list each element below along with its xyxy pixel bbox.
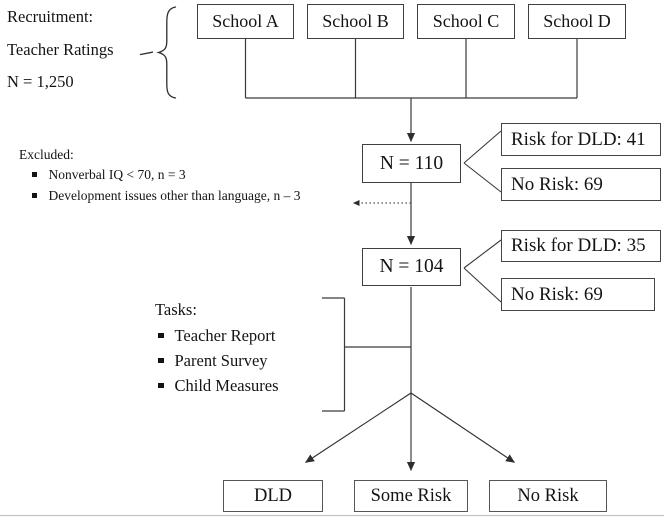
task-item-1: Teacher Report xyxy=(158,327,276,344)
no-risk-outcome-box: No Risk xyxy=(489,480,607,512)
school-c-box: School C xyxy=(417,4,515,39)
n110-split-lines xyxy=(463,130,502,193)
school-a-box: School A xyxy=(197,4,294,39)
some-risk-outcome-label: Some Risk xyxy=(370,485,452,506)
no-risk-69-box-2: No Risk: 69 xyxy=(501,278,655,311)
school-d-label: School D xyxy=(543,11,611,31)
excluded-item-1-text: Nonverbal IQ < 70, n = 3 xyxy=(48,167,186,182)
school-b-label: School B xyxy=(322,11,389,31)
n110-box: N = 110 xyxy=(362,144,461,183)
no-risk-69-label-2: No Risk: 69 xyxy=(511,283,603,305)
dld-outcome-box: DLD xyxy=(223,480,323,512)
excluded-item-2-text: Development issues other than language, … xyxy=(48,188,301,203)
excluded-title: Excluded: xyxy=(19,147,74,162)
task-item-3: Child Measures xyxy=(158,377,279,394)
task-item-2: Parent Survey xyxy=(158,352,268,369)
school-d-box: School D xyxy=(528,4,626,39)
school-b-box: School B xyxy=(307,4,404,39)
risk-dld-41-box: Risk for DLD: 41 xyxy=(501,123,661,156)
tasks-title: Tasks: xyxy=(155,300,197,319)
excluded-item-1: Nonverbal IQ < 70, n = 3 xyxy=(32,168,186,182)
no-risk-69-label-1: No Risk: 69 xyxy=(511,173,603,195)
dld-outcome-label: DLD xyxy=(253,485,293,506)
excluded-item-2: Development issues other than language, … xyxy=(32,189,300,203)
recruitment-label-line1: Recruitment: xyxy=(7,7,94,26)
some-risk-outcome-box: Some Risk xyxy=(354,480,468,512)
no-risk-outcome-label: No Risk xyxy=(517,485,579,506)
bullet-square-icon xyxy=(158,357,164,364)
recruitment-label-line3: N = 1,250 xyxy=(7,72,74,91)
school-c-label: School C xyxy=(432,11,500,31)
bullet-square-icon xyxy=(158,332,164,339)
recruitment-brace xyxy=(139,6,177,99)
outcome-arrows xyxy=(305,392,515,471)
risk-dld-41-label: Risk for DLD: 41 xyxy=(511,128,646,150)
task-item-3-text: Child Measures xyxy=(174,376,279,395)
task-item-1-text: Teacher Report xyxy=(174,326,276,345)
no-risk-69-box-1: No Risk: 69 xyxy=(501,168,661,201)
risk-dld-35-box: Risk for DLD: 35 xyxy=(501,230,661,262)
bullet-square-icon xyxy=(158,382,164,389)
n110-label: N = 110 xyxy=(379,152,444,174)
recruitment-label-line2: Teacher Ratings xyxy=(7,39,114,59)
n104-box: N = 104 xyxy=(362,248,461,286)
school-a-label: School A xyxy=(212,11,279,31)
n104-split-lines xyxy=(463,239,502,303)
bullet-square-icon xyxy=(32,193,37,198)
task-item-2-text: Parent Survey xyxy=(174,351,268,370)
bullet-square-icon xyxy=(32,172,37,177)
n104-label: N = 104 xyxy=(379,256,444,277)
tasks-bracket xyxy=(322,297,411,412)
school-collector-lines xyxy=(244,39,578,99)
risk-dld-35-label: Risk for DLD: 35 xyxy=(511,235,646,256)
